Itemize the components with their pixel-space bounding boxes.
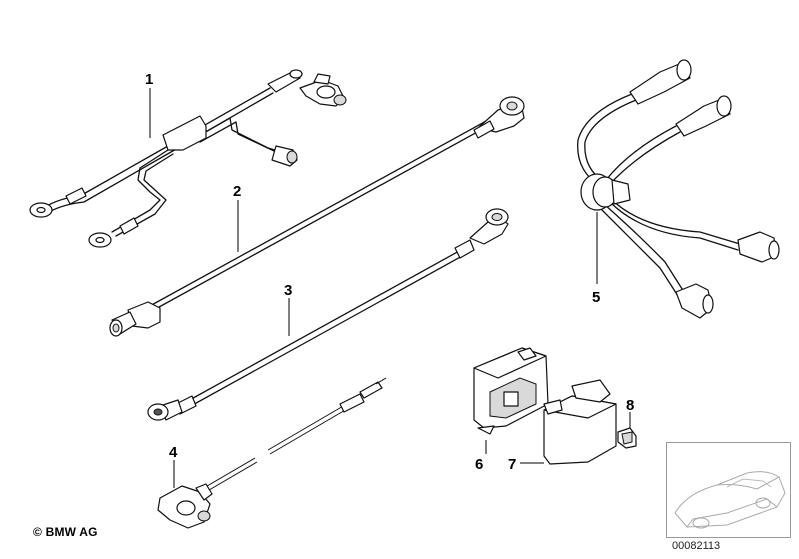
callout-8: 8 xyxy=(626,397,634,414)
part-8-clip[interactable] xyxy=(617,427,637,449)
copyright-notice: © BMW AG xyxy=(33,525,98,539)
car-outline-icon xyxy=(674,471,786,529)
callout-6: 6 xyxy=(475,456,483,473)
callout-4: 4 xyxy=(169,444,178,461)
part-7-cover[interactable] xyxy=(543,379,617,465)
part-4-sense-wire[interactable] xyxy=(157,377,387,529)
part-6-holder[interactable] xyxy=(473,347,549,435)
vehicle-thumbnail xyxy=(666,442,791,538)
part-2-ground-cable[interactable] xyxy=(109,96,525,337)
callout-5: 5 xyxy=(592,289,600,306)
part-3-battery-cable[interactable] xyxy=(147,208,509,421)
part-1-battery-cable-harness[interactable] xyxy=(29,69,347,248)
callout-2: 2 xyxy=(233,183,241,200)
callout-3: 3 xyxy=(284,282,292,299)
callout-7: 7 xyxy=(508,456,516,473)
part-5-y-harness[interactable] xyxy=(577,59,780,319)
diagram-number: 00082113 xyxy=(672,540,721,552)
callout-1: 1 xyxy=(145,71,153,88)
